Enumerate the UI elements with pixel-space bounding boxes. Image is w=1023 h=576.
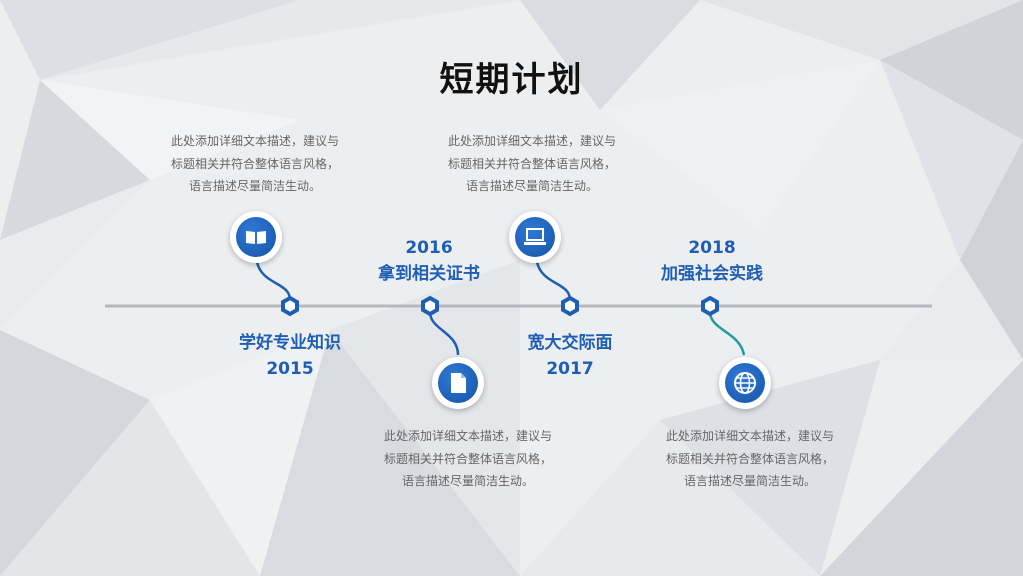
- timeline-node-1: [281, 295, 299, 317]
- milestone-name: 拿到相关证书: [378, 264, 480, 284]
- milestone-description-3: 此处添加详细文本描述，建议与 标题相关并符合整体语言风格， 语言描述尽量简洁生动…: [407, 130, 657, 198]
- milestone-icon-1: [230, 211, 282, 263]
- connector-2: [428, 311, 460, 356]
- timeline-node-4: [701, 295, 719, 317]
- description-line: 标题相关并符合整体语言风格，: [170, 156, 339, 171]
- description-line: 此处添加详细文本描述，建议与: [447, 134, 616, 148]
- milestone-name: 学好专业知识: [239, 333, 341, 353]
- description-line: 语言描述尽量简洁生动。: [465, 179, 598, 193]
- milestone-description-4: 此处添加详细文本描述，建议与 标题相关并符合整体语言风格， 语言描述尽量简洁生动…: [625, 425, 875, 493]
- connector-3: [535, 261, 572, 301]
- page-title: 短期计划: [439, 60, 584, 100]
- description-line: 此处添加详细文本描述，建议与: [383, 429, 552, 443]
- connector-1: [255, 261, 292, 301]
- milestone-label-1: 学好专业知识 2015: [200, 330, 380, 382]
- connector-4: [708, 311, 746, 356]
- document-icon: [451, 373, 466, 393]
- description-line: 标题相关并符合整体语言风格，: [665, 451, 834, 466]
- milestone-icon-3: [509, 211, 561, 263]
- milestone-name: 加强社会实践: [661, 264, 763, 284]
- description-line: 此处添加详细文本描述，建议与: [170, 134, 339, 148]
- milestone-icon-4: [719, 357, 771, 409]
- timeline-node-3: [561, 295, 579, 317]
- timeline-node-2: [421, 295, 439, 317]
- milestone-label-2: 2016 拿到相关证书: [339, 235, 519, 287]
- globe-icon: [734, 372, 756, 394]
- milestone-description-2: 此处添加详细文本描述，建议与 标题相关并符合整体语言风格， 语言描述尽量简洁生动…: [343, 425, 593, 493]
- milestone-name: 宽大交际面: [527, 333, 613, 353]
- description-line: 语言描述尽量简洁生动。: [401, 474, 534, 488]
- laptop-icon: [524, 228, 546, 245]
- description-line: 标题相关并符合整体语言风格，: [447, 156, 616, 171]
- milestone-year: 2017: [546, 359, 594, 379]
- book-icon: [246, 231, 266, 244]
- milestone-year: 2018: [688, 238, 736, 258]
- milestone-year: 2016: [405, 238, 453, 258]
- description-line: 标题相关并符合整体语言风格，: [383, 451, 552, 466]
- description-line: 语言描述尽量简洁生动。: [683, 474, 816, 488]
- milestone-year: 2015: [266, 359, 314, 379]
- milestone-description-1: 此处添加详细文本描述，建议与 标题相关并符合整体语言风格， 语言描述尽量简洁生动…: [130, 130, 380, 198]
- milestone-label-3: 宽大交际面 2017: [480, 330, 660, 382]
- milestone-icon-2: [432, 357, 484, 409]
- description-line: 语言描述尽量简洁生动。: [188, 179, 321, 193]
- description-line: 此处添加详细文本描述，建议与: [665, 429, 834, 443]
- milestone-label-4: 2018 加强社会实践: [622, 235, 802, 287]
